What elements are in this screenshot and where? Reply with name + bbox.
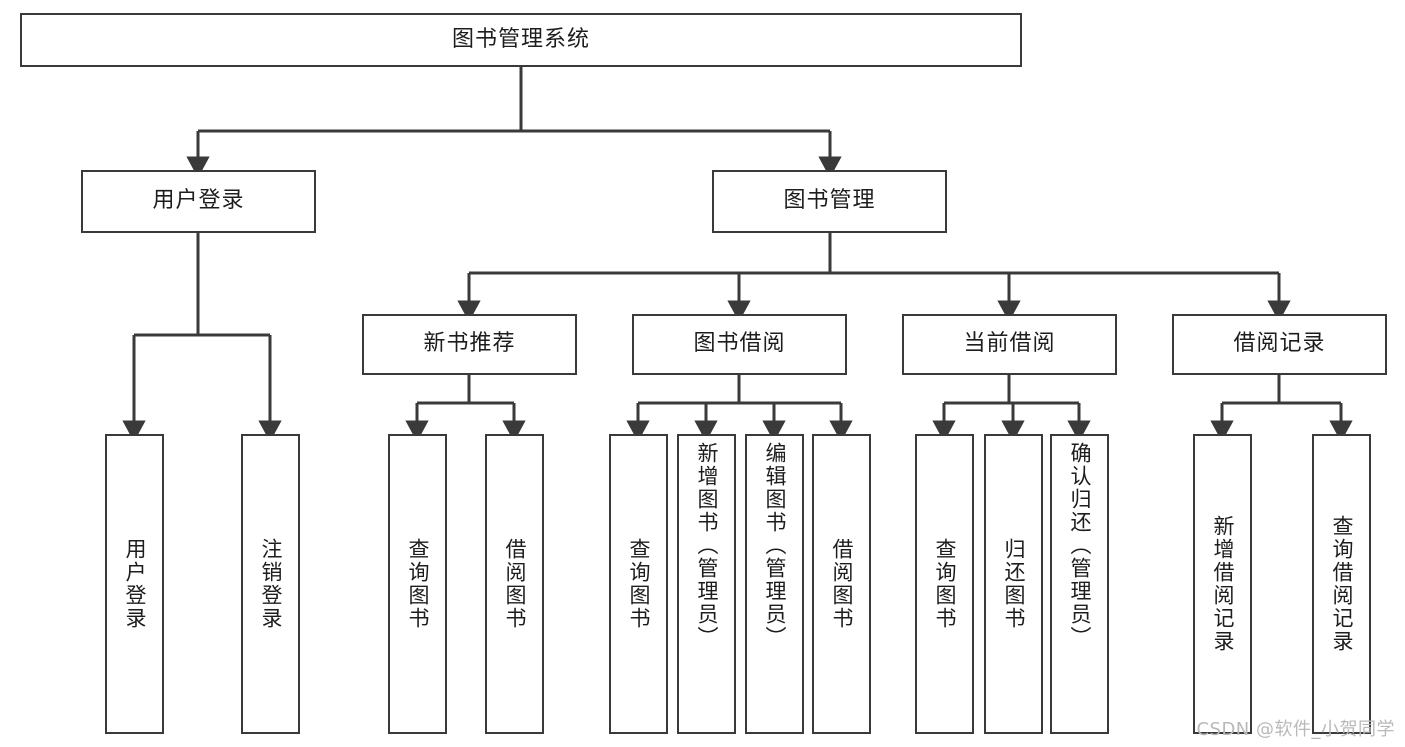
node-label: 编辑图书（管理员） (763, 442, 787, 649)
leaf-current-query-book[interactable]: 查询图书 (915, 434, 974, 734)
leaf-current-return-book[interactable]: 归还图书 (984, 434, 1043, 734)
node-label: 当前借阅 (963, 331, 1056, 357)
leaf-user-login-logout[interactable]: 注销登录 (241, 434, 300, 734)
node-label: 查询图书 (406, 538, 430, 630)
node-label: 借阅记录 (1233, 331, 1326, 357)
node-root-system[interactable]: 图书管理系统 (20, 13, 1022, 67)
node-new-book-recommend[interactable]: 新书推荐 (362, 314, 577, 375)
node-label: 图书借阅 (693, 331, 786, 357)
node-borrow-record[interactable]: 借阅记录 (1172, 314, 1387, 375)
node-label: 查询图书 (933, 538, 957, 630)
leaf-borrow-add-book-admin[interactable]: 新增图书（管理员） (677, 434, 736, 734)
leaf-record-add-record[interactable]: 新增借阅记录 (1193, 434, 1252, 734)
leaf-borrow-query-book[interactable]: 查询图书 (609, 434, 668, 734)
node-label: 确认归还（管理员） (1068, 442, 1092, 649)
node-label: 注销登录 (259, 538, 283, 630)
leaf-user-login-login[interactable]: 用户登录 (105, 434, 164, 734)
node-label: 新增借阅记录 (1211, 515, 1235, 653)
node-label: 借阅图书 (503, 538, 527, 630)
node-label: 查询图书 (627, 538, 651, 630)
node-label: 用户登录 (123, 538, 147, 630)
leaf-borrow-borrow-book[interactable]: 借阅图书 (812, 434, 871, 734)
leaf-record-query-record[interactable]: 查询借阅记录 (1312, 434, 1371, 734)
node-label: 图书管理 (783, 188, 876, 214)
node-label: 图书管理系统 (451, 26, 590, 52)
leaf-recommend-query-book[interactable]: 查询图书 (388, 434, 447, 734)
node-label: 新书推荐 (423, 331, 516, 357)
watermark-text: CSDN @软件_小贺同学 (1196, 719, 1395, 740)
node-label: 借阅图书 (830, 538, 854, 630)
leaf-recommend-borrow-book[interactable]: 借阅图书 (485, 434, 544, 734)
leaf-current-confirm-return-admin[interactable]: 确认归还（管理员） (1050, 434, 1109, 734)
node-current-borrow[interactable]: 当前借阅 (902, 314, 1117, 375)
node-book-borrow[interactable]: 图书借阅 (632, 314, 847, 375)
node-label: 新增图书（管理员） (695, 442, 719, 649)
leaf-borrow-edit-book-admin[interactable]: 编辑图书（管理员） (745, 434, 804, 734)
node-label: 用户登录 (152, 188, 245, 214)
node-book-management[interactable]: 图书管理 (712, 170, 947, 233)
node-user-login[interactable]: 用户登录 (81, 170, 316, 233)
node-label: 归还图书 (1002, 538, 1026, 630)
node-label: 查询借阅记录 (1330, 515, 1354, 653)
